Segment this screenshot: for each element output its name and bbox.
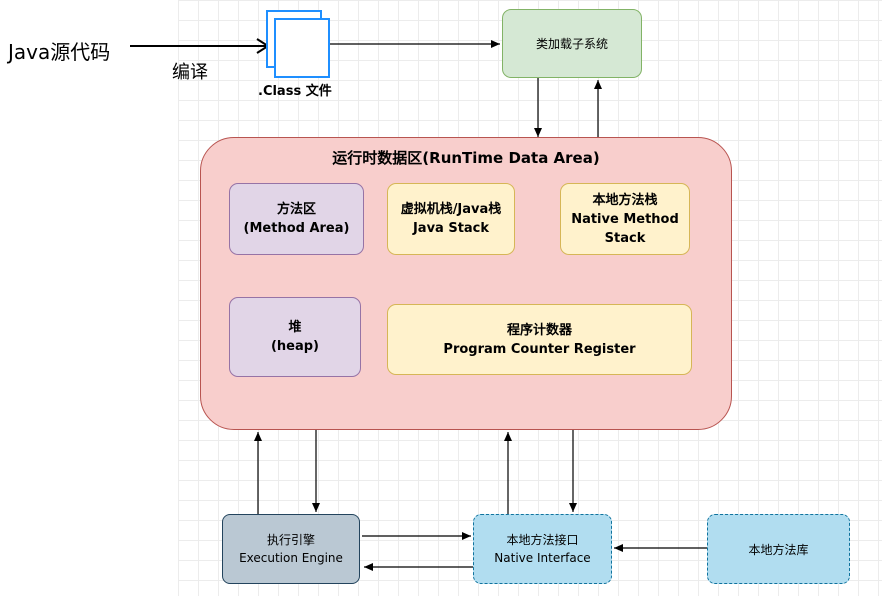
method-area-sublabel: (Method Area) [243,221,350,236]
vm-stack-label: 虚拟机栈/Java栈 [400,202,502,217]
method-area-box: 方法区 (Method Area) [229,183,364,255]
compile-label: 编译 [172,62,208,83]
pc-register-label: 程序计数器 [506,322,572,338]
native-stack-sublabel: Native Method [571,211,679,227]
native-interface-sublabel: Native Interface [494,551,591,565]
execution-engine-sublabel: Execution Engine [239,551,343,565]
heap-sublabel: (heap) [270,339,320,354]
runtime-data-area-title: 运行时数据区(RunTime Data Area) [332,149,600,167]
heap-box: 堆 (heap) [229,297,361,377]
method-area-label: 方法区 [276,202,316,217]
class-file-label: .Class 文件 [258,84,332,99]
pc-register-sublabel: Program Counter Register [443,341,636,357]
execution-engine-label: 执行引擎 [266,533,315,547]
class-loader-label: 类加载子系统 [535,37,608,51]
execution-engine-box: 执行引擎 Execution Engine [222,514,360,584]
vm-stack-sublabel: Java Stack [412,221,490,236]
native-stack-sublabel-2: Stack [604,230,646,246]
native-stack-box: 本地方法栈 Native Method Stack [560,183,690,255]
native-library-box: 本地方法库 [707,514,850,584]
native-interface-label: 本地方法接口 [506,533,579,547]
class-file-icon [266,10,332,78]
native-library-label: 本地方法库 [748,542,809,557]
source-code-label: Java源代码 [8,40,111,64]
runtime-data-area [200,137,732,430]
class-loader-box: 类加载子系统 [502,9,642,78]
heap-label: 堆 [288,320,302,335]
native-stack-label: 本地方法栈 [592,192,658,208]
native-interface-box: 本地方法接口 Native Interface [473,514,612,584]
pc-register-box: 程序计数器 Program Counter Register [387,304,692,375]
vm-stack-box: 虚拟机栈/Java栈 Java Stack [387,183,515,255]
